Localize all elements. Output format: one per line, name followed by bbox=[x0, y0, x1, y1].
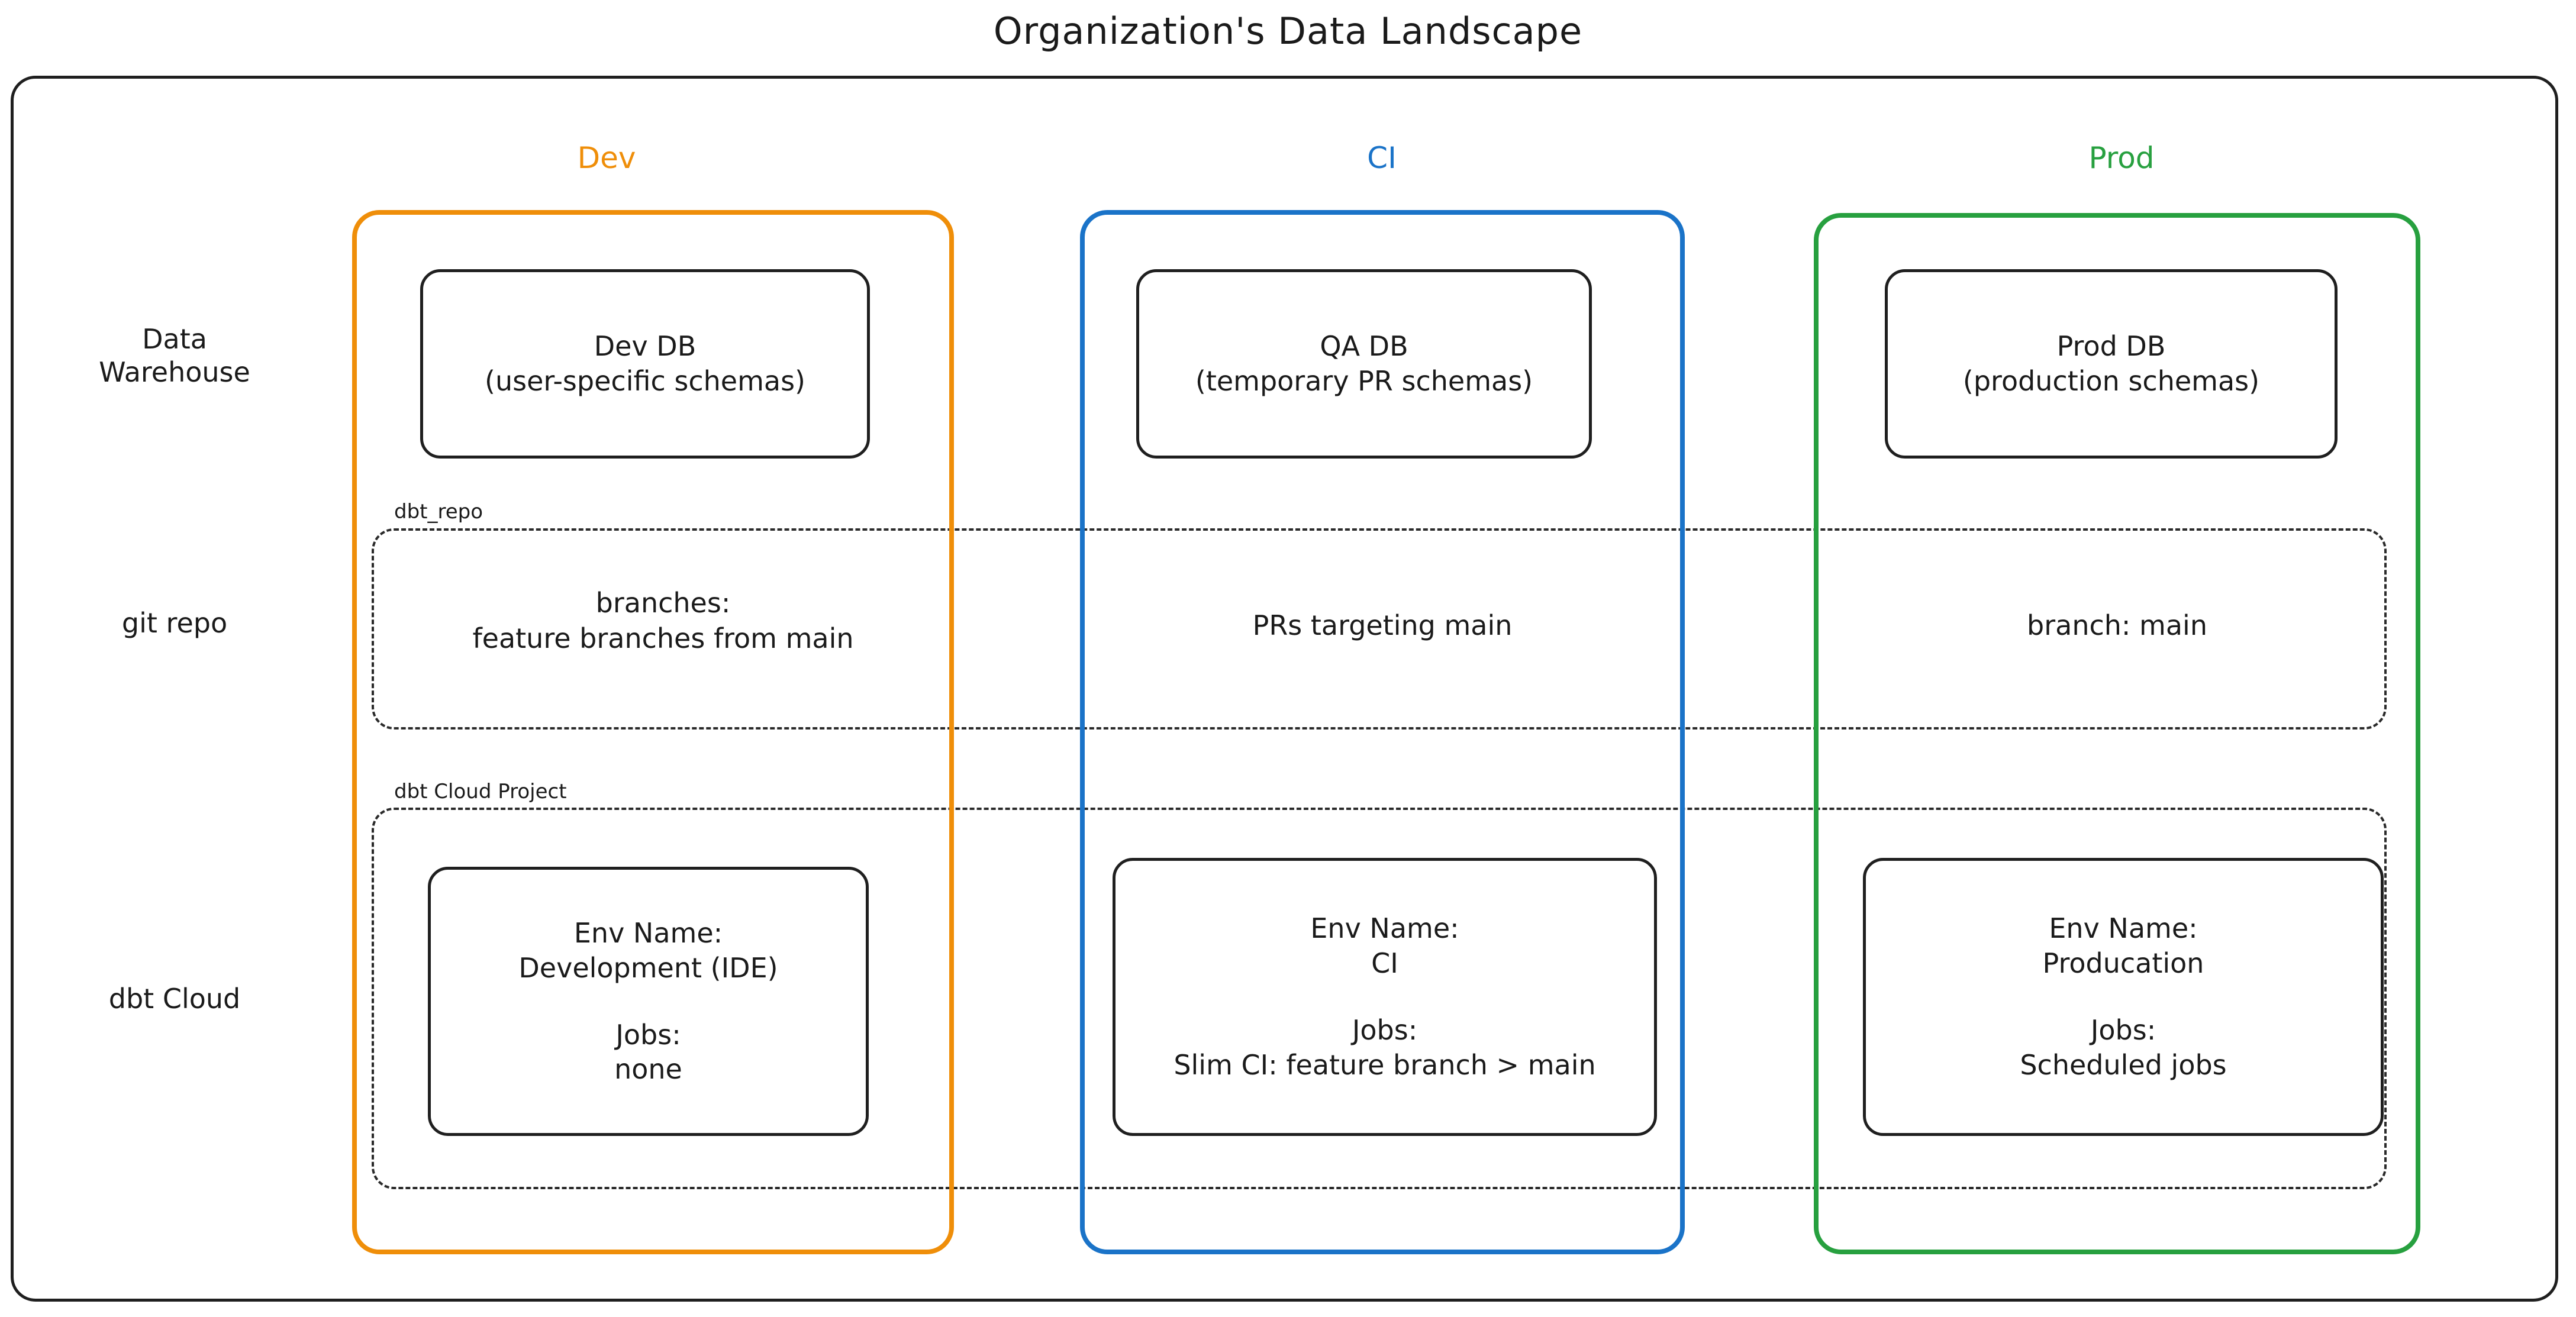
row-label-dbt-cloud: dbt Cloud bbox=[108, 983, 241, 1015]
node-prod-environment[interactable]: Env Name: Producation Jobs: Scheduled jo… bbox=[1863, 858, 2384, 1136]
row-label-git-repo: git repo bbox=[121, 607, 228, 639]
node-qa-db-title: QA DB bbox=[1320, 330, 1408, 363]
node-ci-environment[interactable]: Env Name: CI Jobs: Slim CI: feature bran… bbox=[1113, 858, 1657, 1136]
column-header-dev: Dev bbox=[577, 141, 636, 175]
group-dbt-cloud-project bbox=[372, 808, 2387, 1189]
node-dev-db-subtitle: (user-specific schemas) bbox=[485, 365, 805, 397]
node-dev-env-name-label: Env Name: bbox=[573, 916, 723, 949]
row-label-data-warehouse: Data Warehouse bbox=[99, 323, 250, 389]
git-repo-text-prod: branch: main bbox=[2027, 609, 2207, 641]
node-qa-db-subtitle: (temporary PR schemas) bbox=[1195, 365, 1533, 397]
column-box-ci bbox=[1080, 210, 1685, 1254]
diagram-outer-frame bbox=[11, 76, 2558, 1302]
group-label-dbt-cloud-project: dbt Cloud Project bbox=[391, 780, 570, 803]
node-dev-jobs-value: none bbox=[614, 1053, 682, 1086]
node-prod-db-subtitle: (production schemas) bbox=[1962, 365, 2260, 397]
node-prod-db-title: Prod DB bbox=[2056, 330, 2166, 363]
column-box-dev bbox=[352, 210, 954, 1254]
group-label-dbt-repo: dbt_repo bbox=[391, 500, 487, 524]
node-dev-db-title: Dev DB bbox=[594, 330, 697, 363]
node-dev-environment[interactable]: Env Name: Development (IDE) Jobs: none bbox=[428, 867, 869, 1136]
node-dev-jobs-label: Jobs: bbox=[615, 1018, 681, 1051]
column-header-prod: Prod bbox=[2088, 141, 2155, 175]
node-ci-jobs-value: Slim CI: feature branch > main bbox=[1173, 1048, 1596, 1081]
column-header-ci: CI bbox=[1367, 141, 1397, 175]
node-prod-env-name-label: Env Name: bbox=[2049, 912, 2198, 945]
node-ci-jobs-label: Jobs: bbox=[1352, 1014, 1418, 1046]
group-dbt-repo bbox=[372, 528, 2387, 729]
git-repo-text-ci: PRs targeting main bbox=[1252, 609, 1513, 641]
page-title: Organization's Data Landscape bbox=[993, 9, 1583, 53]
node-qa-db[interactable]: QA DB (temporary PR schemas) bbox=[1136, 269, 1592, 459]
node-dev-db[interactable]: Dev DB (user-specific schemas) bbox=[420, 269, 870, 459]
node-prod-jobs-value: Scheduled jobs bbox=[2020, 1048, 2227, 1081]
node-ci-env-name-value: CI bbox=[1371, 947, 1398, 980]
node-prod-jobs-label: Jobs: bbox=[2090, 1014, 2156, 1046]
node-prod-db[interactable]: Prod DB (production schemas) bbox=[1885, 269, 2338, 459]
column-box-prod bbox=[1814, 213, 2420, 1254]
node-dev-env-name-value: Development (IDE) bbox=[518, 951, 778, 984]
node-prod-env-name-value: Producation bbox=[2042, 947, 2204, 980]
node-ci-env-name-label: Env Name: bbox=[1310, 912, 1459, 945]
git-repo-text-dev: branches: feature branches from main bbox=[472, 587, 854, 654]
